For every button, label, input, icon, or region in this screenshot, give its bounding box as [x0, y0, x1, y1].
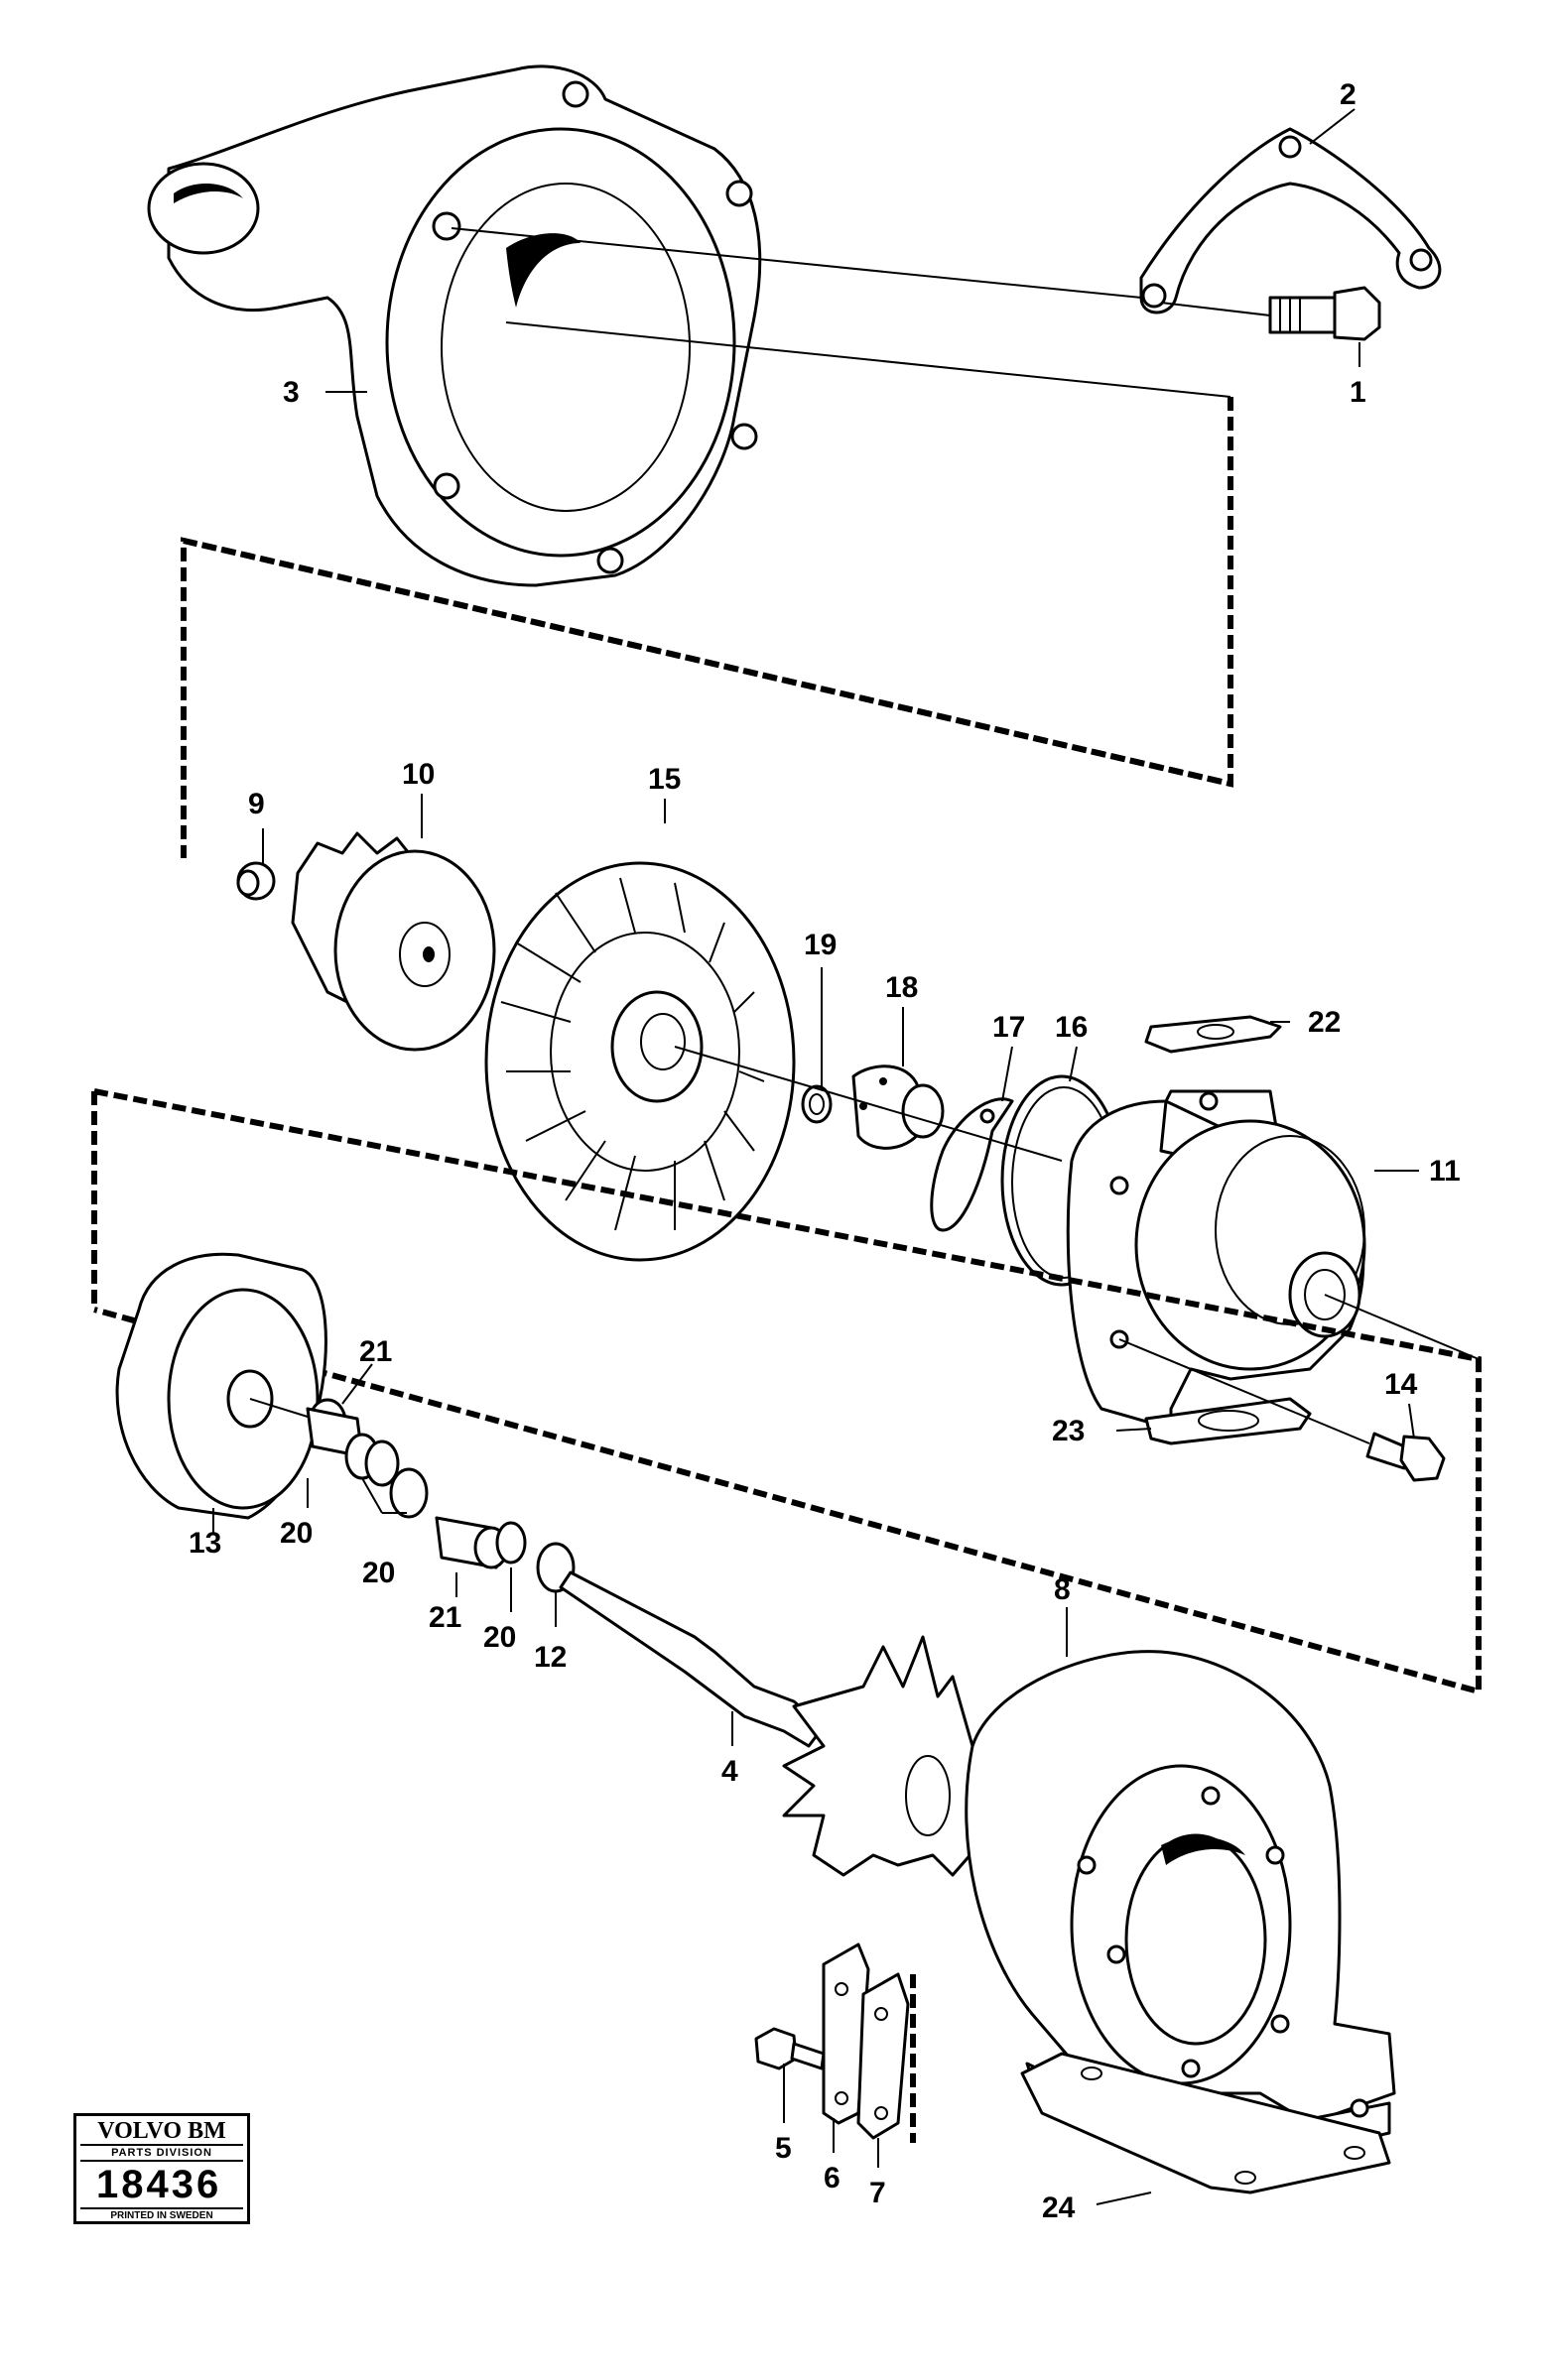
lock-plate-7 [856, 1972, 910, 2140]
callout-14: 14 [1384, 1368, 1418, 1401]
callout-10: 10 [402, 758, 435, 791]
callout-5: 5 [775, 2132, 792, 2165]
callout-7: 7 [869, 2177, 886, 2209]
callout-22: 22 [1308, 1006, 1341, 1039]
callout-21a: 21 [359, 1335, 392, 1368]
callout-23: 23 [1052, 1415, 1085, 1447]
nut [236, 861, 276, 901]
thrust-bearing [851, 1065, 945, 1150]
back-plate [484, 861, 796, 1262]
center-housing [1066, 1089, 1366, 1431]
callout-12: 12 [534, 1641, 567, 1674]
callout-13: 13 [189, 1527, 221, 1560]
bolt [1268, 286, 1381, 341]
gasket-upper [1144, 1015, 1282, 1054]
callout-20a: 20 [280, 1517, 313, 1550]
heat-shroud [115, 1252, 327, 1520]
ring [801, 1084, 833, 1124]
callout-18: 18 [885, 971, 918, 1004]
callout-9: 9 [248, 788, 265, 820]
callout-1: 1 [1350, 376, 1366, 409]
stamp-printed: PRINTED IN SWEDEN [110, 2210, 213, 2221]
gasket-flange [1020, 2052, 1391, 2194]
callout-11: 11 [1429, 1155, 1461, 1188]
thrust-plate [930, 1097, 1014, 1232]
callout-4: 4 [721, 1755, 738, 1788]
turbine-housing [965, 1650, 1396, 2180]
callout-15: 15 [648, 763, 681, 796]
parts-stamp: VOLVO BM PARTS DIVISION 18436 PRINTED IN… [73, 2113, 250, 2224]
shaft-and-turbine-wheel [559, 1570, 989, 1877]
callout-19: 19 [804, 929, 837, 961]
callout-20b: 20 [362, 1557, 395, 1589]
stamp-brand: VOLVO BM [80, 2118, 243, 2146]
ring [344, 1433, 429, 1519]
lock-plate [1139, 127, 1442, 314]
callout-2: 2 [1340, 78, 1357, 111]
bolt-5 [754, 2027, 826, 2070]
stamp-division: PARTS DIVISION [80, 2146, 243, 2162]
callout-16: 16 [1055, 1011, 1088, 1044]
callout-6: 6 [824, 2162, 841, 2194]
callout-17: 17 [992, 1011, 1025, 1044]
callout-3: 3 [283, 376, 300, 409]
compressor-wheel [291, 831, 496, 1052]
callout-20c: 20 [483, 1621, 516, 1654]
callout-24: 24 [1042, 2192, 1076, 2224]
compressor-housing [147, 64, 762, 587]
gasket-lower [1144, 1397, 1312, 1445]
callout-8: 8 [1054, 1573, 1071, 1606]
stamp-number: 18436 [80, 2162, 243, 2209]
screw [1365, 1432, 1446, 1482]
callout-21b: 21 [429, 1601, 461, 1634]
